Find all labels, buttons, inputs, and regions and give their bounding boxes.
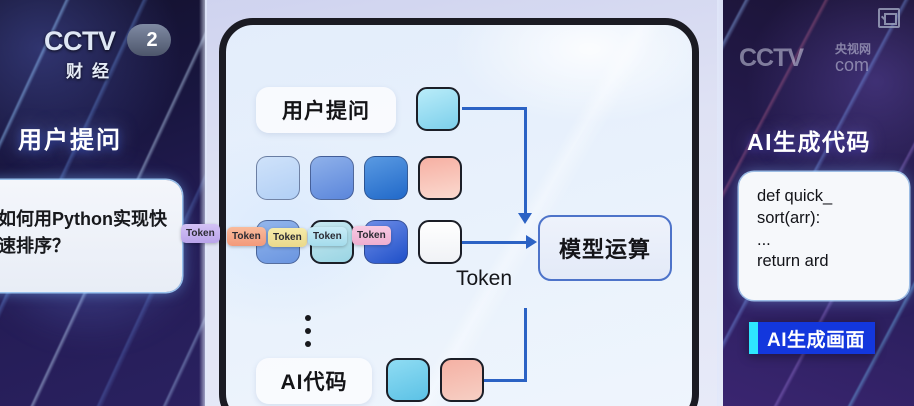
user-question-bubble: 如何用Python实现快速排序？	[0, 180, 182, 292]
banner-text: AI生成画面	[767, 329, 866, 351]
token-edge-label: Token	[456, 267, 513, 290]
cctv-channel-number: 2	[127, 24, 171, 56]
right-panel: CCTV 央视网 com AI生成代码 def quick_ sort(arr)…	[723, 0, 914, 406]
device-frame: 用户提问 AI代码	[219, 18, 699, 406]
token-chip-2: Token	[227, 227, 266, 246]
square-light-blue	[256, 156, 300, 200]
code-line: return ard	[757, 252, 829, 271]
panel-seam-right	[717, 0, 725, 406]
left-panel: CCTV 2 财经 用户提问 如何用Python实现快速排序？	[0, 0, 205, 406]
connector-bottom-horizontal	[484, 379, 526, 382]
square-ai-cyan	[386, 358, 430, 402]
watermark-cn-text: 央视网	[835, 42, 872, 56]
ai-code-card: def quick_ sort(arr): ... return ard	[739, 172, 909, 300]
user-question-text: 如何用Python实现快速排序？	[0, 209, 167, 256]
cctv-com-watermark: CCTV 央视网 com	[739, 40, 899, 75]
watermark-cctv-text: CCTV	[739, 44, 804, 72]
connector-top-horizontal	[462, 107, 526, 110]
model-computation-box: 模型运算	[538, 215, 672, 281]
connector-mid-horizontal	[462, 241, 532, 244]
panel-seam-left	[199, 0, 207, 406]
code-line: sort(arr):	[757, 208, 821, 227]
token-chip-1: Token	[181, 224, 220, 243]
square-strong-blue	[364, 156, 408, 200]
cctv-channel-subtitle: 财经	[66, 62, 118, 81]
code-line: ...	[757, 230, 771, 249]
square-white-output	[418, 220, 462, 264]
watermark-com-text: com	[835, 55, 870, 75]
arrow-right-to-model	[526, 235, 537, 249]
token-chip-5: Token	[352, 226, 391, 245]
cctv-channel-logo: CCTV 2 财经	[44, 24, 171, 82]
square-cyan-top	[416, 87, 460, 131]
square-medium-blue	[310, 156, 354, 200]
right-panel-title: AI生成代码	[747, 129, 871, 155]
ai-generated-banner: AI生成画面	[749, 322, 876, 354]
code-line: def quick_	[757, 187, 833, 205]
label-user-question: 用户提问	[256, 87, 396, 133]
square-pink	[418, 156, 462, 200]
left-panel-title: 用户提问	[18, 127, 122, 154]
picture-in-picture-icon[interactable]	[878, 8, 900, 28]
connector-top-vertical	[524, 107, 527, 215]
arrow-down-to-token	[518, 213, 532, 224]
square-ai-pink	[440, 358, 484, 402]
cctv-logo-text: CCTV	[44, 26, 116, 56]
label-ai-code: AI代码	[256, 358, 372, 404]
connector-bottom-vertical	[524, 308, 527, 382]
token-chip-4: Token	[308, 227, 347, 246]
banner-accent-bar	[749, 322, 758, 354]
token-chip-3: Token	[268, 228, 307, 247]
ellipsis-vertical	[305, 315, 311, 347]
center-panel: 用户提问 AI代码	[205, 0, 723, 406]
